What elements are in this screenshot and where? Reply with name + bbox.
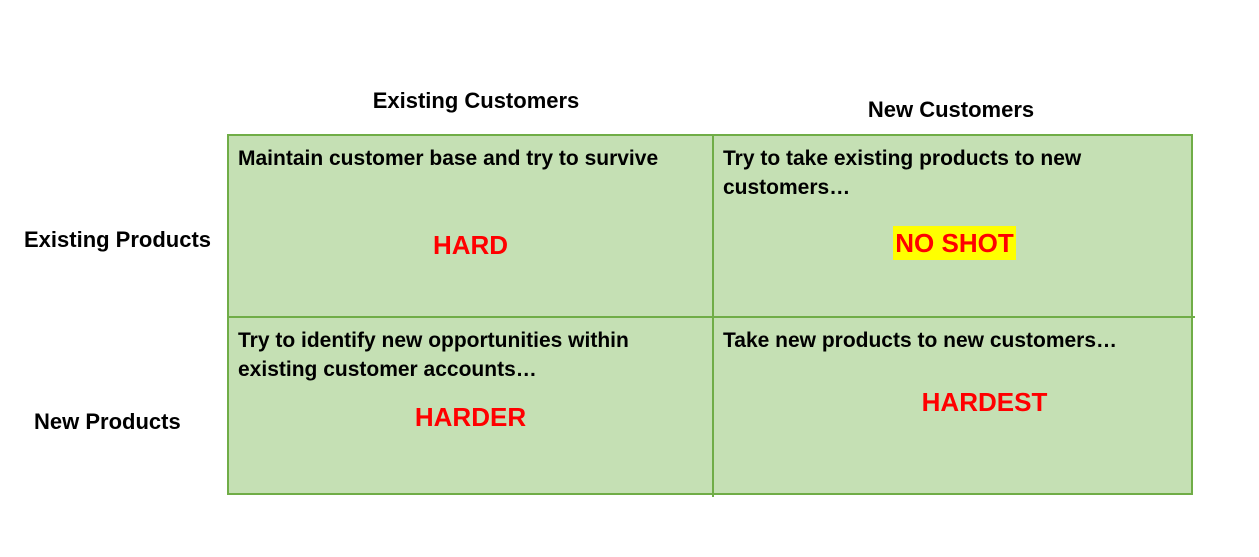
column-header-new-customers: New Customers [867,97,1035,122]
cell-description: Try to take existing products to new cus… [723,147,1082,199]
row-header-new-products: New Products [34,409,181,434]
cell-new-products-new-customers: Take new products to new customers… HARD… [712,316,1195,497]
verdict-hard: HARD [432,230,509,260]
ansoff-matrix-grid: Maintain customer base and try to surviv… [227,134,1195,497]
row-header-existing-products: Existing Products [24,227,212,252]
cell-new-products-existing-customers: Try to identify new opportunities within… [229,316,712,497]
verdict-label: HARD [229,230,712,261]
cell-description: Try to identify new opportunities within… [238,329,629,381]
verdict-no-shot: NO SHOT [893,226,1016,260]
verdict-hardest: HARDEST [921,387,1048,417]
verdict-label: NO SHOT [714,226,1195,260]
cell-existing-products-existing-customers: Maintain customer base and try to surviv… [229,136,712,316]
verdict-label: HARDEST [774,387,1195,418]
cell-description: Take new products to new customers… [723,329,1118,352]
cell-existing-products-new-customers: Try to take existing products to new cus… [712,136,1195,316]
cell-description: Maintain customer base and try to surviv… [238,147,659,170]
verdict-label: HARDER [229,402,712,433]
column-header-existing-customers: Existing Customers [372,88,580,113]
verdict-harder: HARDER [414,402,527,432]
